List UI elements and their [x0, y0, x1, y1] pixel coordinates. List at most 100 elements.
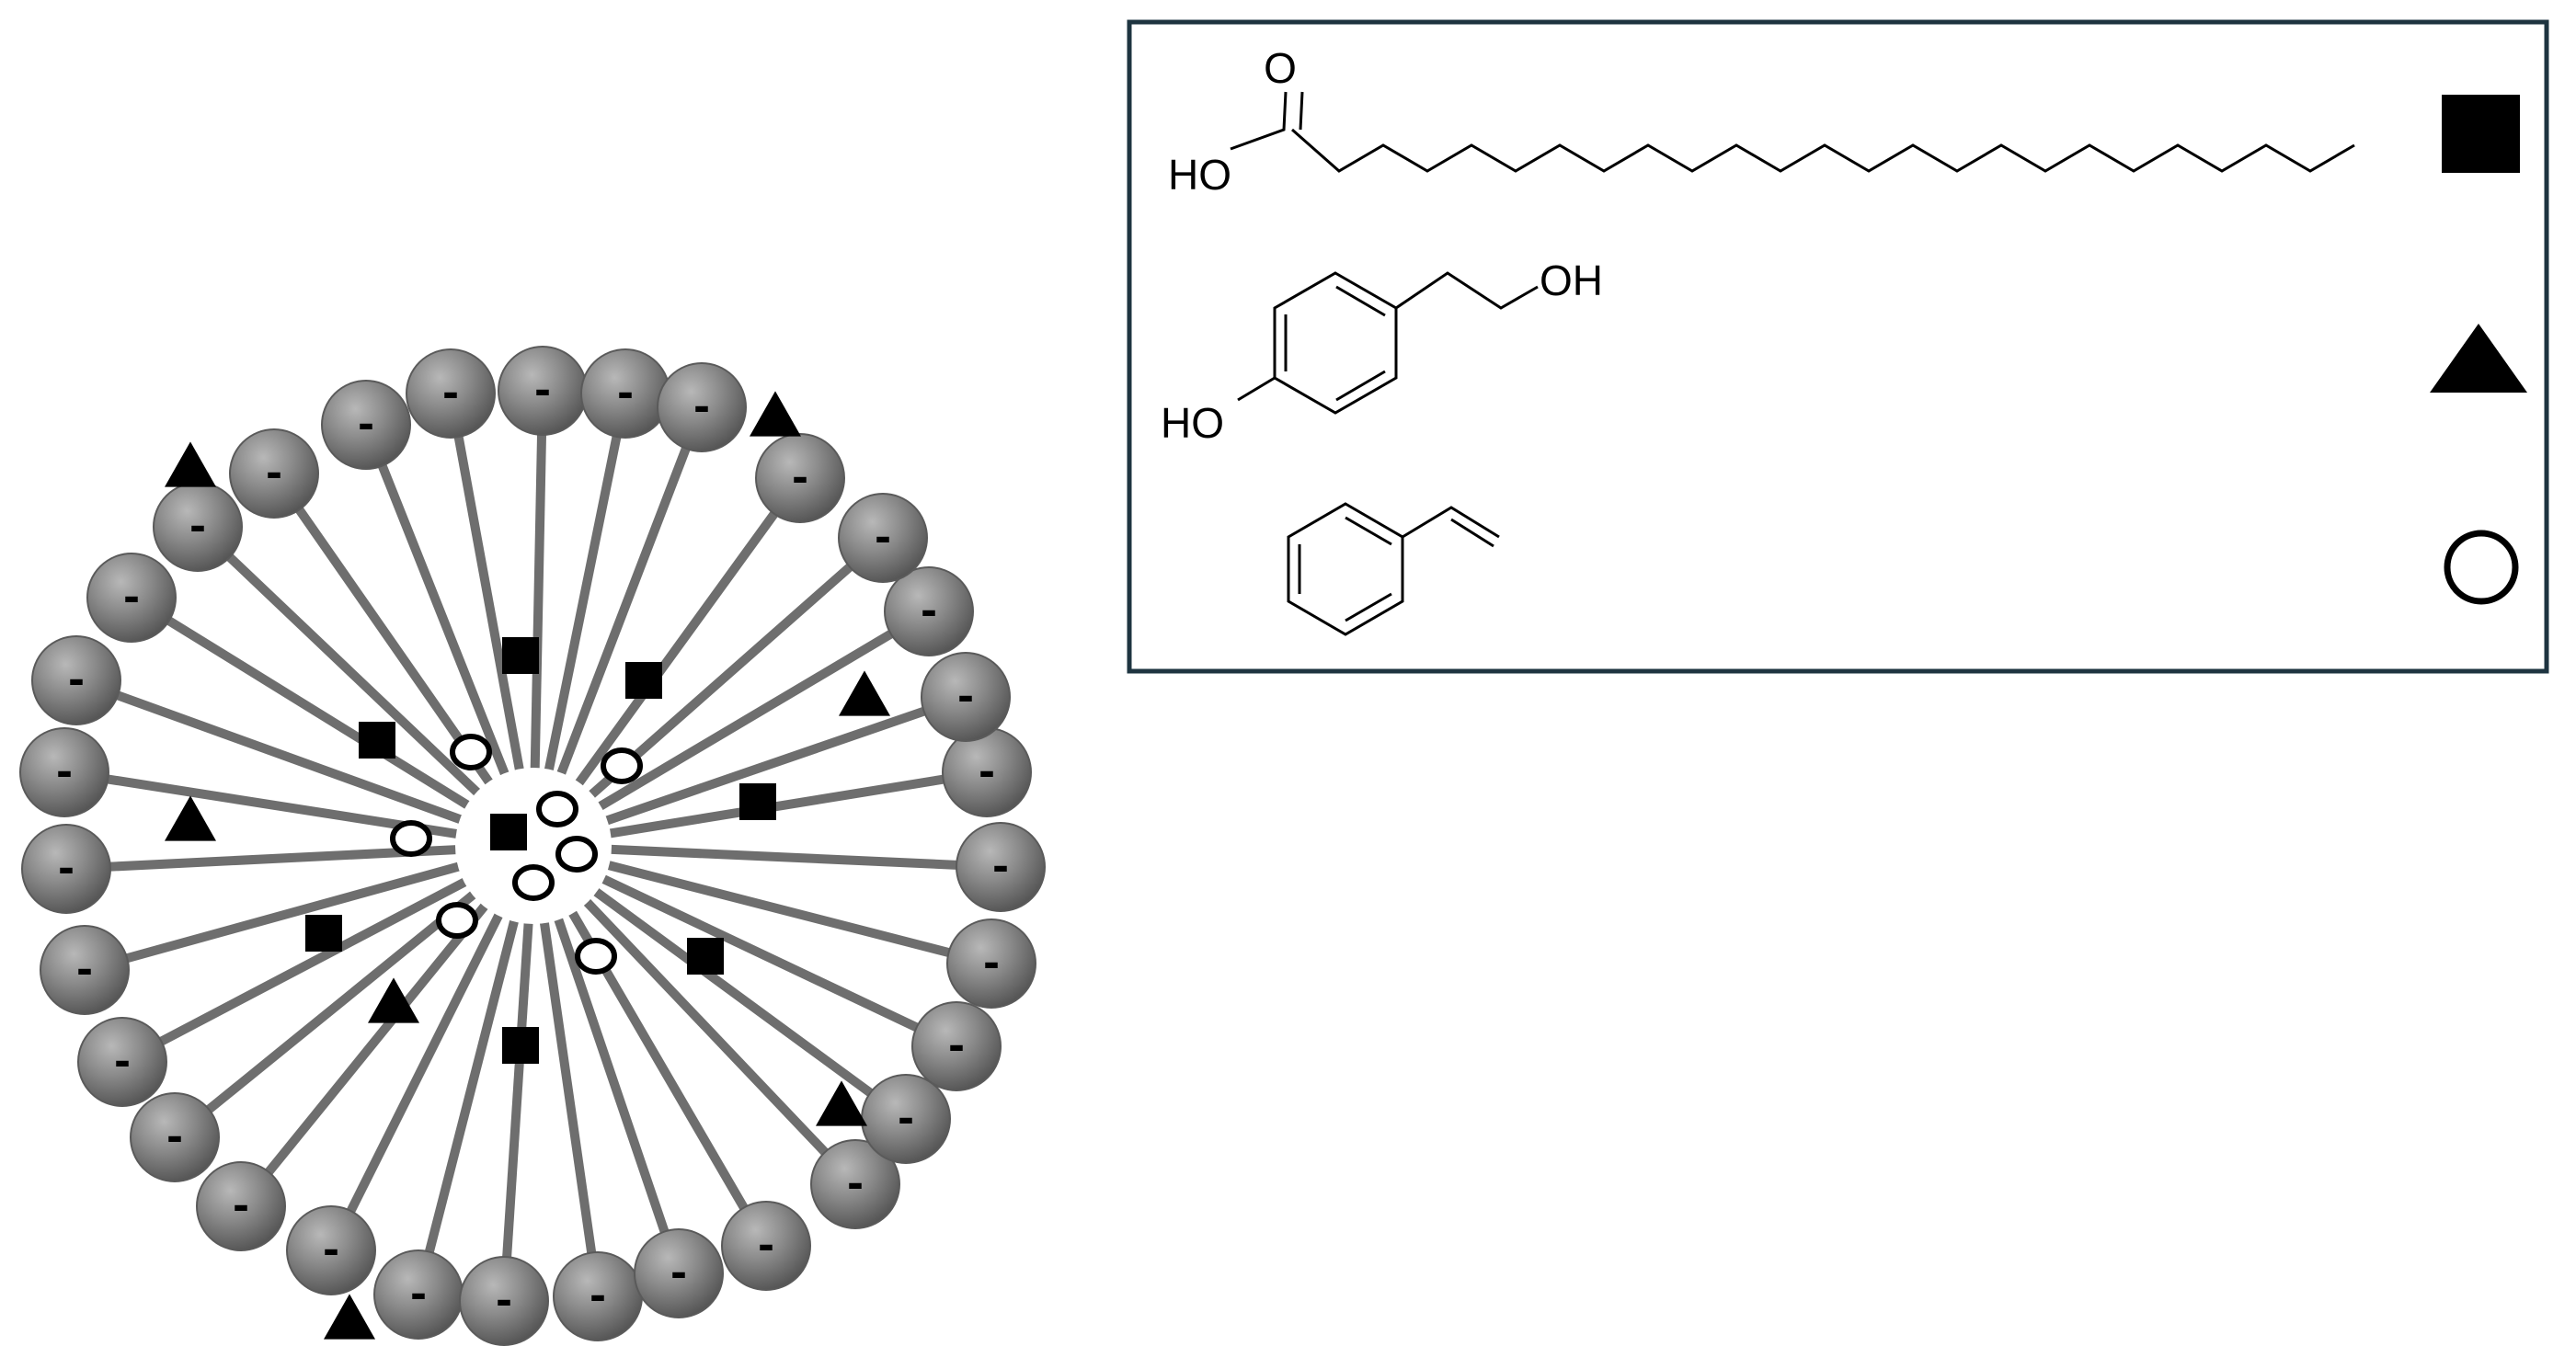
head-sphere [196, 1161, 286, 1251]
surfactant-tail [551, 552, 866, 831]
open-circle-icon [575, 938, 617, 975]
surfactant-tail [537, 870, 675, 1250]
surfactant-tail [532, 872, 599, 1272]
surfactant-head: - [373, 1249, 464, 1340]
surfactant-heads: ------------------------------- [19, 346, 1046, 1346]
surfactant-head: - [229, 428, 319, 519]
surfactant-head: - [838, 493, 928, 583]
surfactant-head: - [21, 824, 111, 914]
negative-charge-label: - [847, 1161, 864, 1208]
surfactant-tail [109, 849, 509, 968]
open-circle-icon [536, 791, 578, 827]
head-sphere [459, 1256, 549, 1346]
surfactant-tail [213, 542, 517, 830]
surfactant-head: - [130, 1092, 220, 1182]
filled-triangle-icon [2430, 324, 2527, 393]
surfactant-head: - [884, 566, 974, 656]
negative-charge-label: - [979, 749, 995, 796]
surfactant-head: - [721, 1201, 811, 1291]
negative-charge-label: - [670, 1250, 687, 1297]
negative-charge-label: - [358, 402, 374, 449]
open-circle-icon [2444, 530, 2519, 605]
negative-charge-label: - [56, 749, 73, 796]
negative-charge-label: - [266, 451, 282, 497]
surfactant-tail [500, 873, 537, 1275]
open-circle-icon [450, 734, 492, 770]
negative-charge-label: - [123, 575, 140, 622]
surfactant-head: - [196, 1161, 286, 1251]
head-sphere [911, 1001, 1002, 1091]
negative-charge-label: - [323, 1227, 339, 1274]
surfactant-head: - [921, 652, 1011, 742]
head-sphere [321, 380, 411, 470]
negative-charge-label: - [898, 1096, 914, 1143]
tyrosol-alcohol-oh-label: OH [1540, 257, 1603, 304]
surfactant-head: - [861, 1074, 951, 1164]
negative-charge-label: - [114, 1039, 131, 1086]
filled-triangle-icon [816, 1080, 867, 1126]
negative-charge-label: - [948, 1023, 965, 1070]
surfactant-head: - [657, 362, 747, 452]
surfactant-head: - [946, 918, 1036, 1009]
negative-charge-label: - [617, 371, 634, 417]
filled-square-icon [739, 783, 776, 820]
surfactant-head: - [286, 1205, 376, 1295]
surfactant-head: - [86, 553, 177, 643]
surfactant-tail [549, 862, 841, 1169]
open-circle-icon [436, 902, 478, 939]
filled-square-icon [490, 814, 527, 850]
surfactant-head: - [942, 727, 1032, 817]
surfactant-head: - [553, 1251, 643, 1341]
surfactant-tail [371, 447, 528, 822]
negative-charge-label: - [58, 846, 74, 893]
legend: O HO OH HO [1127, 19, 2549, 674]
negative-charge-label: - [957, 674, 974, 721]
surfactant-head: - [911, 1001, 1002, 1091]
styrene-structure [1287, 502, 1500, 636]
surfactant-tail [555, 853, 935, 1040]
head-sphere [755, 433, 845, 523]
surfactant-head: - [31, 635, 121, 725]
surfactant-tail [539, 430, 697, 822]
surfactant-tail [420, 871, 532, 1271]
surfactant-head: - [77, 1017, 167, 1107]
surfactant-head: - [498, 346, 588, 436]
head-sphere [21, 824, 111, 914]
negative-charge-label: - [992, 844, 1009, 891]
head-sphere [721, 1201, 811, 1291]
negative-charge-label: - [792, 455, 808, 502]
fatty-acid-structure [1230, 91, 2355, 173]
filled-square-icon [2442, 95, 2520, 173]
filled-triangle-icon [750, 391, 801, 437]
filled-square-icon [502, 637, 539, 674]
negative-charge-label: - [534, 368, 551, 415]
negative-charge-label: - [496, 1278, 512, 1325]
negative-charge-label: - [693, 384, 710, 431]
negative-charge-label: - [189, 504, 206, 551]
surfactant-tail [451, 418, 533, 820]
filled-square-icon [625, 662, 662, 699]
embedded-molecules [165, 391, 890, 1340]
negative-charge-label: - [233, 1183, 249, 1230]
filled-triangle-icon [165, 795, 216, 841]
legend-entry-fatty-acid: O HO [1168, 44, 2520, 199]
surfactant-head: - [321, 380, 411, 470]
head-sphere [946, 918, 1036, 1009]
surfactant-head: - [406, 348, 496, 439]
negative-charge-label: - [758, 1223, 774, 1270]
surfactant-head: - [19, 727, 109, 817]
head-sphere [810, 1139, 900, 1229]
fatty-acid-hydroxyl-label: HO [1168, 151, 1231, 199]
surfactant-tail [143, 854, 511, 1055]
surfactant-tail [99, 685, 509, 841]
tyrosol-structure [1237, 271, 1539, 415]
legend-border [1127, 19, 2549, 674]
surfactant-tail [543, 867, 757, 1226]
surfactant-head: - [956, 822, 1046, 912]
head-sphere [634, 1228, 724, 1318]
head-sphere [229, 428, 319, 519]
legend-entry-styrene [1287, 502, 2519, 636]
negative-charge-label: - [983, 941, 1000, 987]
filled-triangle-icon [165, 441, 216, 487]
